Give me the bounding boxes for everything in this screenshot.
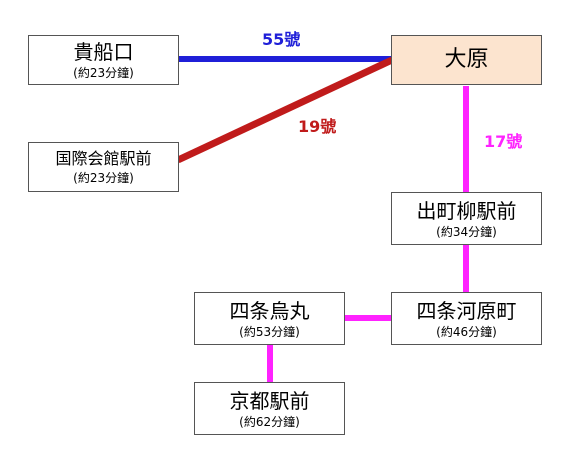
travel-time: (約23分鐘) — [73, 171, 134, 185]
station-shijo-karasuma: 四条烏丸 (約53分鐘) — [194, 292, 345, 345]
station-name: 京都駅前 — [229, 388, 310, 413]
travel-time: (約62分鐘) — [239, 414, 300, 429]
station-demachiyanagi: 出町柳駅前 (約34分鐘) — [391, 192, 542, 245]
station-kibuneguchi: 貴船口 (約23分鐘) — [28, 35, 179, 85]
station-name: 出町柳駅前 — [416, 198, 517, 223]
travel-time: (約46分鐘) — [436, 324, 497, 339]
station-name: 大原 — [444, 47, 489, 72]
travel-time: (約23分鐘) — [73, 66, 134, 80]
route-55-label: 55號 — [262, 30, 301, 49]
station-shijo-kawaramachi: 四条河原町 (約46分鐘) — [391, 292, 542, 345]
route-17-label: 17號 — [484, 132, 523, 151]
station-name: 四条河原町 — [416, 298, 517, 323]
route-19-line — [176, 56, 394, 164]
station-name: 国際会館駅前 — [55, 149, 152, 168]
station-kyoto-ekimae: 京都駅前 (約62分鐘) — [194, 382, 345, 435]
travel-time: (約34分鐘) — [436, 224, 497, 239]
route-19-label: 19號 — [298, 117, 337, 136]
station-kokusai-kaikan: 国際会館駅前 (約23分鐘) — [28, 142, 179, 192]
travel-time: (約53分鐘) — [239, 324, 300, 339]
station-ohara: 大原 — [391, 35, 542, 85]
station-name: 貴船口 — [73, 40, 134, 64]
station-name: 四条烏丸 — [229, 298, 310, 323]
